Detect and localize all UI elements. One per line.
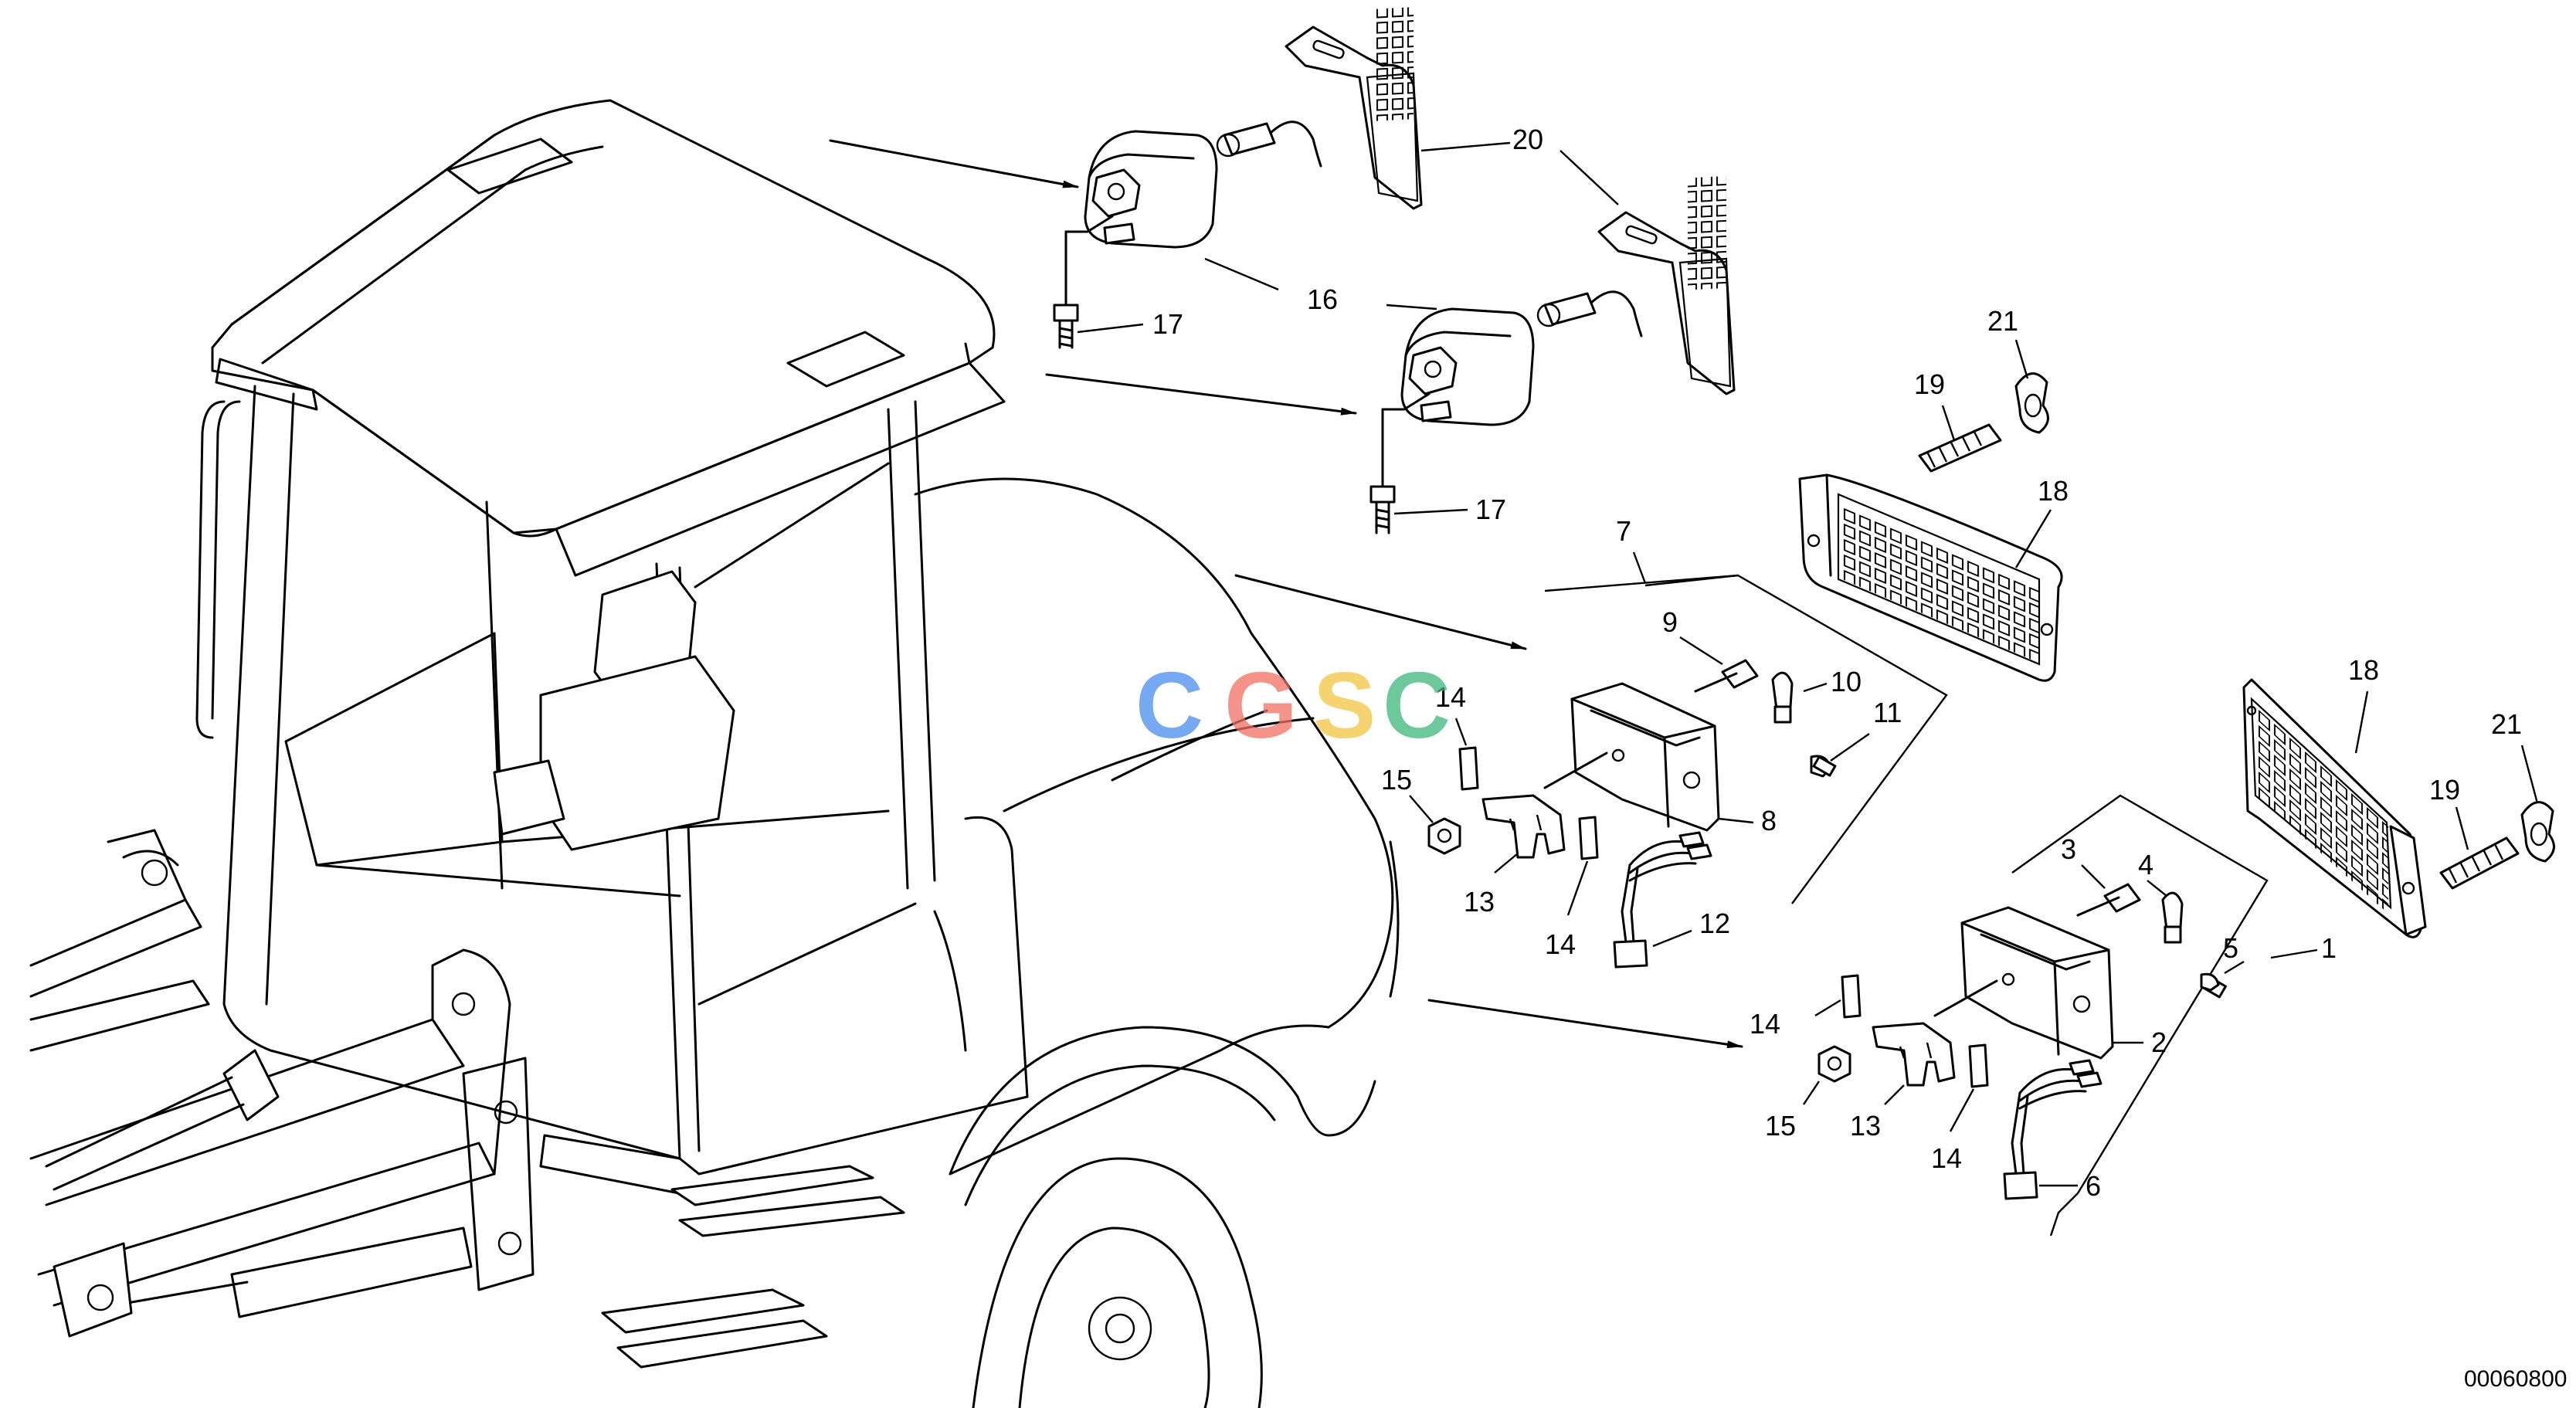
callout-15-b: 15: [1765, 1110, 1796, 1142]
guard-grille-right: [2242, 678, 2427, 938]
guard-grille-upper: [1798, 473, 2063, 682]
callout-14-c: 14: [1750, 1008, 1780, 1040]
callout-9: 9: [1662, 606, 1678, 638]
callout-8: 8: [1761, 805, 1777, 836]
stud-19-right: [2439, 836, 2520, 890]
watermark-letter-1: C: [1135, 653, 1203, 758]
wing-nut-21-upper: [2014, 372, 2049, 434]
callout-3: 3: [2061, 833, 2076, 865]
callout-1: 1: [2321, 932, 2337, 964]
callout-11: 11: [1873, 697, 1902, 728]
callout-18-right: 18: [2348, 654, 2379, 686]
callout-13-a: 13: [1464, 886, 1495, 918]
callout-19-upper: 19: [1914, 368, 1945, 400]
wing-nut-21-right: [2520, 801, 2555, 863]
callout-labels: 20 16 17 17 21 19 18 18 21 19 7 9 10 11 …: [1152, 124, 2522, 1202]
rear-lamp-assembly-7: [1427, 574, 1948, 969]
callout-6: 6: [2086, 1170, 2101, 1202]
callout-15-a: 15: [1381, 764, 1412, 796]
callout-13-b: 13: [1850, 1110, 1881, 1142]
callout-18-upper: 18: [2038, 475, 2069, 507]
work-light-upper: [1053, 130, 1218, 349]
work-light-lower: [1369, 307, 1535, 534]
callout-14-d: 14: [1931, 1142, 1962, 1174]
bulb-holder-lower: [1536, 175, 1736, 395]
callout-4: 4: [2138, 849, 2153, 880]
pointer-arrows: [829, 139, 1743, 1049]
callout-20: 20: [1512, 124, 1543, 155]
callout-21-upper: 21: [1987, 305, 2018, 337]
callout-17-lower: 17: [1475, 494, 1506, 525]
callout-14-a: 14: [1435, 681, 1466, 713]
leader-lines: [1077, 141, 2539, 1187]
callout-19-right: 19: [2429, 774, 2460, 806]
callout-10: 10: [1831, 666, 1862, 697]
rear-lamp-assembly-1: [1817, 794, 2269, 1237]
callout-21-right: 21: [2491, 708, 2522, 740]
stud-19-upper: [1918, 423, 2002, 473]
callout-14-b: 14: [1545, 928, 1576, 960]
callout-5: 5: [2223, 932, 2238, 964]
callout-17-upper: 17: [1152, 308, 1183, 340]
bulb-holder-upper: [1216, 7, 1423, 210]
callout-16: 16: [1307, 283, 1338, 315]
callout-2: 2: [2151, 1026, 2167, 1058]
watermark-letter-3: S: [1313, 653, 1376, 758]
watermark-letter-4: C: [1383, 653, 1451, 758]
watermark-letter-2: G: [1224, 653, 1298, 758]
drawing-code: 00060800: [2464, 1366, 2567, 1392]
callout-7: 7: [1616, 515, 1631, 547]
callout-12: 12: [1699, 908, 1730, 939]
watermark-logo: C G S C: [1135, 653, 1451, 758]
wheel-loader-cab: [29, 99, 1400, 1408]
